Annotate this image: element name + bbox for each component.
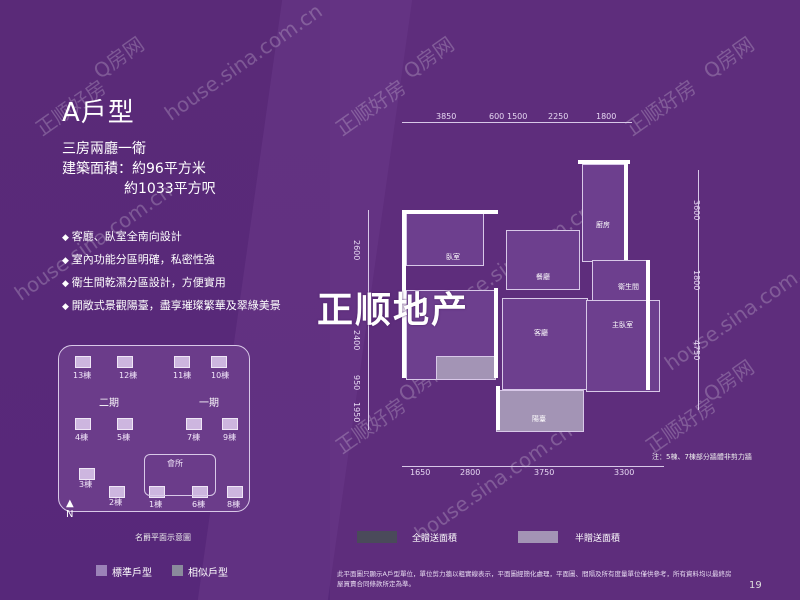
dimension-label: 3750 [534,468,555,477]
dimension-label: 600 [489,112,505,121]
similar-legend-label: 相似戶型 [188,568,228,579]
area-sqm-text: 建築面積：約96平方米 [62,161,206,177]
building-label: 2棟 [109,498,123,507]
area-sqft-text: 約1033平方呎 [124,181,216,197]
building-label: 4棟 [75,433,89,442]
building-label: 13棟 [73,371,92,380]
site-plan: 13棟 12棟 11棟 10棟 二期 一期 4棟 5棟 7棟 9棟 3棟 2棟 … [58,345,250,512]
dimension-label: 2400 [352,330,361,351]
page-title: A戶型 [62,98,135,128]
feature-item: 開敞式景觀陽臺，盡享璀璨繁華及翠綠美景 [62,295,281,318]
dimension-label: 1650 [410,468,431,477]
dimension-label: 950 [352,375,361,391]
dimension-label: 3600 [692,200,701,221]
footnote: 此平面圖只顯示A戶型單位，單位剪力牆以粗實線表示，平面圖經簡化處理，平面圖、間隔… [337,570,732,588]
wall [646,260,650,390]
page-number: 19 [749,580,762,591]
dimension-label: 2250 [548,112,569,121]
feature-item: 客廳、臥室全南向設計 [62,226,281,249]
wall [496,386,500,430]
phase2-label: 二期 [99,398,119,409]
living-label: 客廳 [534,329,548,337]
building-label: 7棟 [187,433,201,442]
dimension-label: 1950 [352,402,361,423]
standard-swatch [96,565,107,576]
structure-note: 注：5棟、7棟部分牆體非剪力牆 [652,453,752,461]
building-label: 6棟 [192,500,206,509]
brand-logo-text: 正顺地产 [317,290,470,331]
dimension-label: 1800 [692,270,701,291]
dimension-label: 4750 [692,340,701,361]
full-gift-label: 全贈送面積 [412,534,458,544]
full-gift-swatch [357,531,397,543]
feature-item: 室內功能分區明確，私密性強 [62,249,281,272]
balcony-room [496,390,584,432]
bedroom1-label: 臥室 [446,253,460,261]
building-label: 11棟 [173,371,192,380]
building-label: 1棟 [149,500,163,509]
building-label: 10棟 [211,371,230,380]
phase1-label: 一期 [199,398,219,409]
dimension-label: 1800 [596,112,617,121]
similar-swatch [172,565,183,576]
kitchen-room [582,164,628,262]
dimension-line [368,210,369,430]
dimension-line [698,170,699,410]
site-plan-caption: 名爵平面示意圖 [135,533,191,542]
kitchen-label: 廚房 [596,221,610,229]
living-room [502,298,588,390]
dimension-label: 2800 [460,468,481,477]
half-gift-label: 半贈送面積 [575,534,621,544]
clubhouse-label: 會所 [167,459,183,468]
building-label: 8棟 [227,500,241,509]
dimension-label: 3300 [614,468,635,477]
balcony-label: 陽臺 [532,415,546,423]
feature-list: 客廳、臥室全南向設計 室內功能分區明確，私密性強 衛生間乾濕分區設計，方便實用 … [62,226,281,318]
dimension-line [402,466,664,467]
clubhouse-area [144,454,216,496]
dining-room [506,230,580,290]
bathroom-room [592,260,648,302]
building-label: 3棟 [79,480,93,489]
wall [402,210,498,214]
north-arrow-icon: ▲N [66,498,74,520]
bath-label: 衛生間 [618,283,639,291]
dimension-label: 2600 [352,240,361,261]
wall [624,160,628,260]
floor-plan: 臥室 餐廳 廚房 衛生間 客廳 主臥室 陽臺 [396,150,666,432]
rooms-text: 三房兩廳一衛 [62,141,146,157]
master-label: 主臥室 [612,321,633,329]
bay-window [436,356,496,380]
dimension-label: 1500 [507,112,528,121]
dimension-label: 3850 [436,112,457,121]
wall [402,210,406,378]
building-label: 9棟 [223,433,237,442]
building-label: 12棟 [119,371,138,380]
bedroom-secondary [406,212,484,266]
standard-legend-label: 標準戶型 [112,568,152,579]
building-label: 5棟 [117,433,131,442]
dimension-line [402,122,632,123]
dining-label: 餐廳 [536,273,550,281]
half-gift-swatch [518,531,558,543]
wall [494,288,498,378]
feature-item: 衛生間乾濕分區設計，方便實用 [62,272,281,295]
wall [578,160,630,164]
